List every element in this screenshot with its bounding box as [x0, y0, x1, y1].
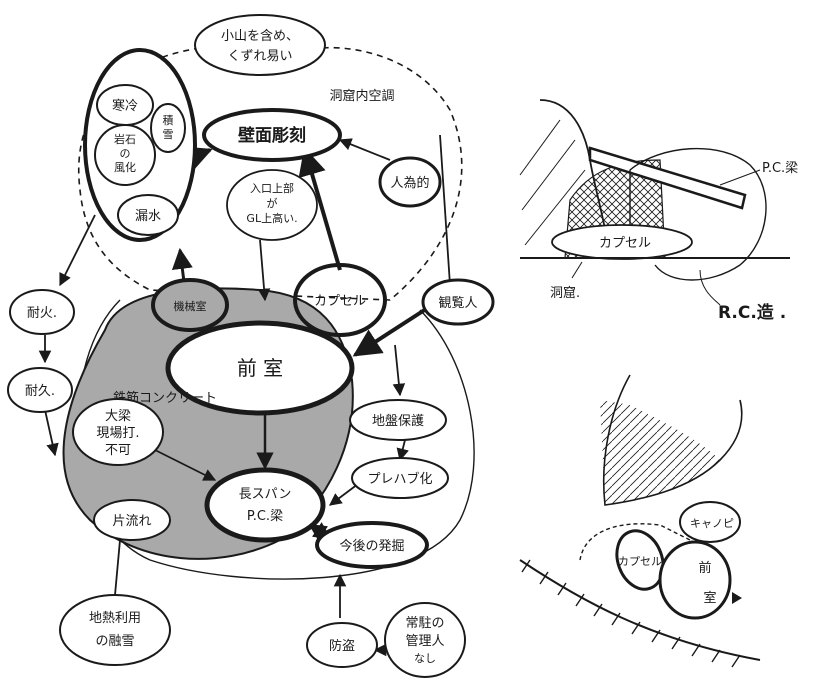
- plan-zenshitsu-line2: 室: [703, 590, 716, 606]
- section-top-rc-label: R.C.造 .: [718, 303, 786, 323]
- node-jouchuu-line3: なし: [414, 652, 436, 665]
- node-capsule: [293, 263, 387, 337]
- node-prefab: [351, 457, 449, 499]
- node-ganseki-line2: の: [120, 147, 131, 160]
- boundary-tick-marks: [521, 559, 741, 668]
- node-iriguchi: [226, 169, 318, 241]
- section-top-pc-beam-label: P.C.梁: [762, 161, 798, 176]
- node-choospan: [204, 467, 326, 543]
- plan-capsule: [615, 529, 665, 591]
- node-hekimen-label: 壁面彫刻: [238, 125, 306, 146]
- concept-diagram: 小山を含め、 くずれ易い 洞窟内空調 寒冷 岩石 の 風化 積 雪 漏水 壁面彫…: [7, 14, 495, 678]
- node-koyama-line2: くずれ易い: [227, 49, 292, 64]
- cave-leader: [571, 261, 583, 279]
- plan-canopy-label: キャノピ: [690, 517, 734, 530]
- node-jouchuu-line1: 常駐の: [405, 616, 444, 631]
- node-zenshitsu: [165, 320, 355, 416]
- node-jinteki-label: 人為的: [390, 175, 429, 191]
- node-koyama-line1: 小山を含め、: [221, 28, 299, 44]
- cave-environment-boundary: [78, 46, 463, 301]
- section-top-capsule-label: カプセル: [599, 236, 651, 251]
- section-sketch-top: カプセル P.C.梁 洞窟. R.C.造 .: [519, 99, 798, 323]
- plan-zenshitsu: [658, 540, 732, 620]
- node-hekimen-chokoku: [202, 108, 342, 162]
- node-ganseki-line1: 岩石: [114, 132, 136, 146]
- slope-hatching: [519, 119, 586, 246]
- node-taikyuu-label: 耐久.: [25, 384, 55, 399]
- node-taika: [9, 289, 75, 335]
- node-oohari: [72, 398, 164, 466]
- node-kiroku-line2: 雪: [163, 128, 174, 141]
- node-kiroku: [150, 103, 186, 153]
- node-oohari-line3: 不可: [105, 443, 131, 458]
- entrance-marker: [732, 592, 742, 604]
- node-iriguchi-line1: 入口上部: [250, 181, 294, 195]
- node-choospan-line1: 長スパン: [239, 487, 292, 502]
- node-bouhan: [306, 622, 378, 668]
- hatched-terrain: [600, 400, 720, 505]
- node-koyama: [194, 14, 326, 76]
- node-kongo-hakkutsu: [315, 521, 429, 569]
- node-katadaore-label: 片流れ: [112, 514, 151, 529]
- pc-beam: [588, 146, 747, 210]
- node-rousui: [117, 194, 179, 236]
- node-kikaishitsu-label: 機械室: [174, 299, 207, 313]
- rc-shell: [629, 147, 767, 281]
- node-ganseki-fuuka: [94, 124, 156, 186]
- plan-canopy: [679, 501, 741, 543]
- node-kanrannin: [421, 278, 495, 326]
- plan-zenshitsu-line1: 前: [698, 560, 711, 576]
- node-jiban-label: 地盤保護: [372, 413, 424, 429]
- rc-leader: [699, 269, 721, 306]
- node-chinetsu-line1: 地熱利用: [89, 611, 141, 626]
- node-taika-label: 耐火.: [27, 306, 57, 321]
- node-kiroku-line1: 積: [163, 113, 174, 127]
- label-cave-air-conditioning: 洞窟内空調: [329, 88, 394, 104]
- node-iriguchi-line3: GL上高い.: [246, 211, 297, 225]
- node-iriguchi-line2: が: [267, 196, 278, 210]
- node-oohari-line2: 現場打.: [96, 426, 139, 441]
- node-kanrannin-label: 観覧人: [438, 295, 477, 311]
- node-ganseki-line3: 風化: [114, 160, 136, 174]
- node-kanrei-label: 寒冷: [112, 98, 138, 114]
- node-prefab-label: プレハブ化: [367, 471, 432, 487]
- node-jouchuu: [384, 602, 466, 678]
- dashed-cave-outline: [579, 523, 691, 561]
- plan-capsule-label: カプセル: [618, 555, 662, 568]
- node-jiban-hogo: [349, 399, 447, 441]
- node-chinetsu: [59, 594, 171, 666]
- node-zenshitsu-label: 前 室: [237, 356, 283, 380]
- section-top-cave-label: 洞窟.: [550, 285, 580, 301]
- node-jinteki: [378, 156, 442, 208]
- node-kikaishitsu: [151, 278, 229, 332]
- node-taikyuu: [7, 367, 73, 413]
- node-choospan-line2: P.C.梁: [247, 509, 283, 524]
- node-rousui-label: 漏水: [135, 208, 161, 224]
- node-kongo-label: 今後の発掘: [339, 538, 404, 554]
- node-katadaore: [93, 499, 171, 541]
- node-chinetsu-line2: の融雪: [95, 634, 134, 649]
- plan-sketch-bottom: カプセル 前 室 キャノピ: [519, 374, 761, 668]
- node-capsule-label: カプセル: [314, 294, 366, 309]
- node-jouchuu-line2: 管理人: [405, 634, 444, 649]
- node-bouhan-label: 防盗: [329, 638, 355, 654]
- pc-beam-leader: [719, 169, 761, 186]
- node-oohari-line1: 大梁: [105, 409, 131, 424]
